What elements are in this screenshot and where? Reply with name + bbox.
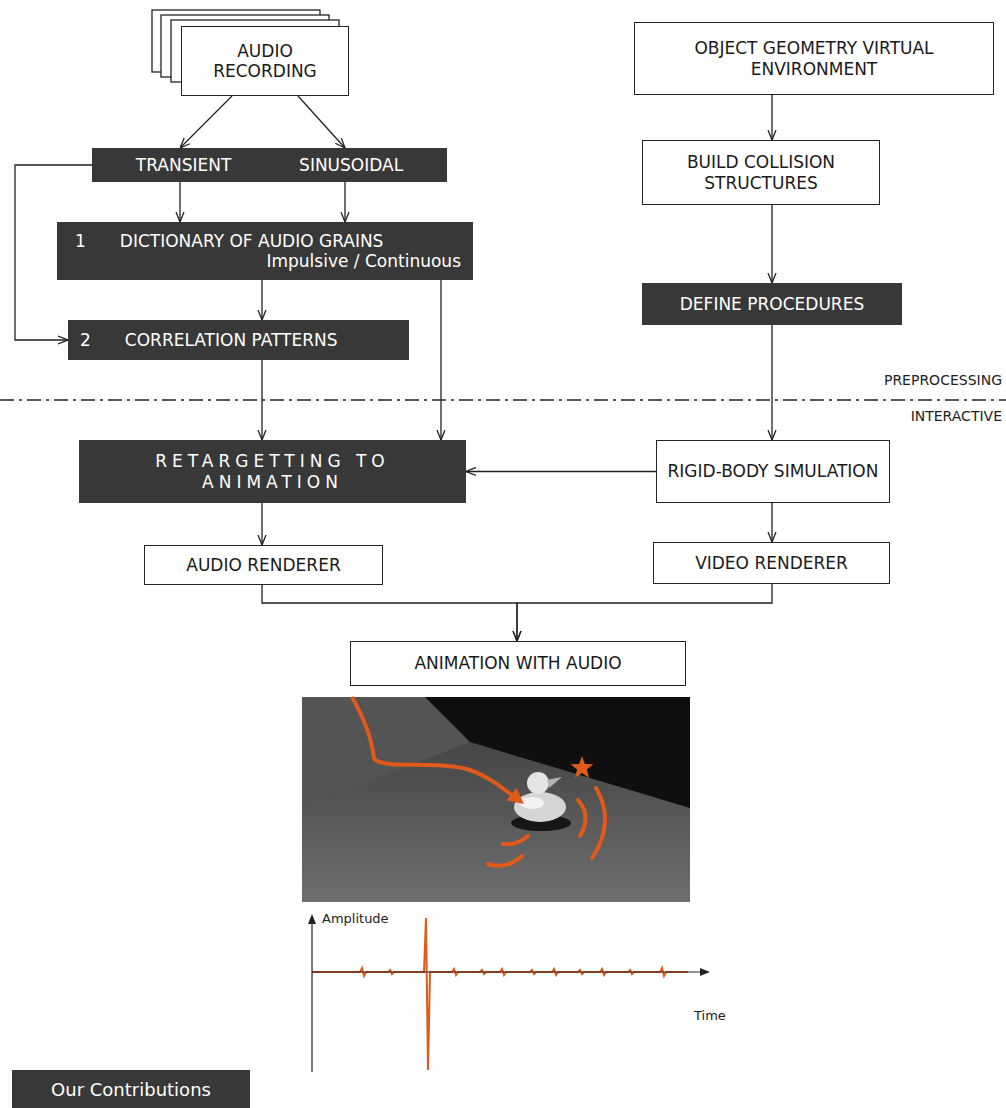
trajectory-head xyxy=(507,788,525,804)
node-text: SINUSOIDAL xyxy=(299,155,403,175)
waveform-plot xyxy=(308,914,710,1072)
node-text: VIDEO RENDERER xyxy=(695,553,848,573)
duck-body xyxy=(514,792,566,822)
flow-arrow xyxy=(517,584,772,641)
time-axis xyxy=(312,971,702,972)
flow-arrow xyxy=(261,503,262,545)
node-text: OBJECT GEOMETRY VIRTUAL ENVIRONMENT xyxy=(691,38,937,79)
duck-head xyxy=(527,772,549,794)
floor xyxy=(302,697,690,902)
flow-arrow xyxy=(262,585,517,641)
sound-wave xyxy=(592,788,605,858)
axis-arrow xyxy=(308,914,316,924)
impact-star xyxy=(571,756,594,778)
legend-text: Our Contributions xyxy=(51,1079,211,1100)
waveform xyxy=(312,918,688,1070)
node-text: RETARGETTING TO ANIMATION xyxy=(93,451,452,492)
node-text: BUILD COLLISION STRUCTURES xyxy=(653,152,869,193)
flow-arrow xyxy=(298,96,345,148)
simulation-frame xyxy=(302,697,690,902)
contribution-band: TRANSIENT SINUSOIDAL xyxy=(92,148,447,182)
flow-arrow xyxy=(179,182,180,222)
input-box: OBJECT GEOMETRY VIRTUAL ENVIRONMENT xyxy=(634,22,994,95)
duck-highlight xyxy=(520,797,544,809)
axis-label: Time xyxy=(694,1008,726,1023)
output-box: ANIMATION WITH AUDIO xyxy=(350,641,686,686)
duck-beak xyxy=(547,777,562,788)
process-box: AUDIO RENDERER xyxy=(144,545,383,585)
node-text: CORRELATION PATTERNS xyxy=(125,330,338,350)
process-box: VIDEO RENDERER xyxy=(653,542,890,584)
flow-arrow xyxy=(440,280,441,440)
phase-divider xyxy=(0,399,1006,400)
node-text: Impulsive / Continuous xyxy=(75,251,461,271)
contribution-box: 2 CORRELATION PATTERNS xyxy=(68,320,409,360)
flow-arrow xyxy=(771,95,772,140)
node-text: RIGID-BODY SIMULATION xyxy=(668,461,879,481)
flow-arrow xyxy=(771,325,772,440)
back-wall xyxy=(425,697,690,808)
contribution-box: RETARGETTING TO ANIMATION xyxy=(79,440,466,503)
node-text: AUDIO RECORDING xyxy=(192,41,338,82)
node-text: 2 xyxy=(80,330,91,350)
node-text: 1 xyxy=(75,231,86,251)
flow-arrow xyxy=(771,503,772,542)
flow-arrow xyxy=(344,182,345,222)
flow-arrow xyxy=(466,471,656,472)
process-box: RIGID-BODY SIMULATION xyxy=(656,440,890,503)
legend-swatch: Our Contributions xyxy=(12,1070,250,1108)
node-text: DEFINE PROCEDURES xyxy=(680,294,864,314)
axis-label: Amplitude xyxy=(322,911,389,926)
process-box: BUILD COLLISION STRUCTURES xyxy=(642,140,880,205)
contribution-box: 1 DICTIONARY OF AUDIO GRAINSImpulsive / C… xyxy=(57,222,473,280)
flow-arrow xyxy=(261,280,262,320)
sound-wave xyxy=(503,836,528,844)
trajectory xyxy=(352,697,518,800)
node-text: AUDIO RENDERER xyxy=(186,555,340,575)
sound-wave xyxy=(488,856,522,866)
phase-label: PREPROCESSING xyxy=(884,372,1002,388)
input-box: AUDIO RECORDING xyxy=(181,26,349,96)
sound-wave xyxy=(578,800,586,836)
phase-label: INTERACTIVE xyxy=(911,408,1002,424)
flow-arrow xyxy=(180,96,232,148)
contribution-box: DEFINE PROCEDURES xyxy=(642,283,902,325)
node-text: DICTIONARY OF AUDIO GRAINS xyxy=(120,231,384,251)
axis-arrow xyxy=(700,968,710,976)
flow-arrow xyxy=(771,205,772,283)
amplitude-axis xyxy=(311,922,312,1072)
node-text: TRANSIENT xyxy=(136,155,232,175)
flow-arrow xyxy=(261,360,262,440)
node-text: ANIMATION WITH AUDIO xyxy=(414,653,621,673)
